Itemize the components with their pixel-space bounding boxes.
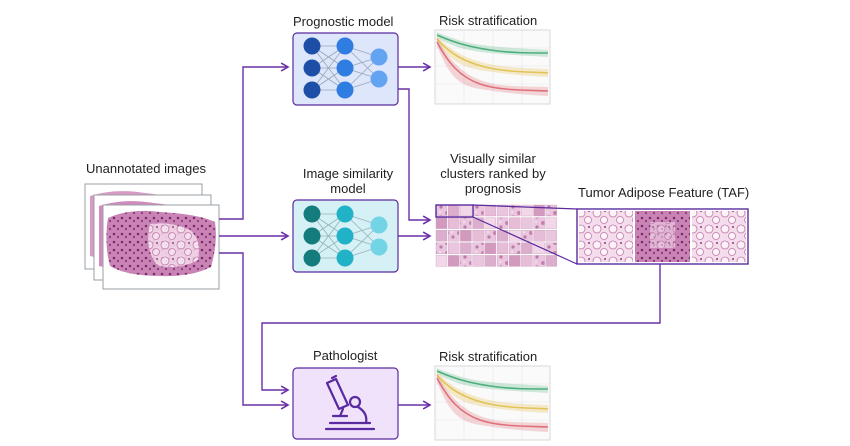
cluster-grid (435, 204, 557, 267)
clusters-label: Visually similar clusters ranked by prog… (430, 151, 556, 196)
cluster-tile (472, 204, 484, 217)
arrow-taf-to-pathologist (261, 264, 661, 395)
cluster-tile (448, 230, 460, 242)
risk-top-grid (435, 30, 550, 104)
cluster-tile (521, 242, 533, 254)
cluster-tile (509, 204, 521, 217)
taf-tile-2-overlay (650, 222, 675, 248)
cluster-tile (521, 255, 533, 267)
arrow-to-prognostic (219, 62, 290, 220)
cluster-tile (533, 255, 545, 267)
clusters-line3: prognosis (464, 181, 522, 196)
risk-chart-bottom (434, 365, 551, 441)
image-similarity-label: Image similarity model (293, 166, 403, 196)
cluster-tile (472, 255, 484, 267)
cluster-tile (435, 242, 448, 254)
cluster-tile (509, 242, 521, 254)
risk-bottom-curve-yellow (436, 374, 549, 410)
cluster-tile (472, 217, 484, 229)
cluster-tile (448, 217, 460, 229)
image-similarity-line1: Image similarity (302, 166, 394, 181)
taf-tile-3 (692, 211, 746, 262)
cluster-tile (460, 230, 472, 242)
risk-bottom-curve-red (436, 377, 549, 428)
cluster-tile (472, 230, 484, 242)
taf-label: Tumor Adipose Feature (TAF) (578, 185, 750, 200)
cluster-tile (509, 255, 521, 267)
cluster-tile (448, 204, 460, 217)
cluster-tile (435, 217, 448, 229)
pathologist-box (292, 367, 399, 440)
cluster-tile (496, 255, 509, 267)
cluster-tile (435, 230, 448, 242)
prognostic-model-box (292, 32, 399, 106)
zoom-line-top (472, 204, 578, 210)
cluster-tile (533, 217, 545, 229)
slide-front-adipose (148, 223, 199, 268)
similarity-model-box (292, 199, 399, 273)
cluster-tile (460, 255, 472, 267)
cluster-tile (484, 217, 496, 229)
prognostic-model-label: Prognostic model (293, 14, 394, 29)
risk-stratification-bottom-label: Risk stratification (439, 349, 538, 364)
cluster-tile (521, 204, 533, 217)
risk-top-curve-yellow (436, 38, 549, 74)
cluster-tile (545, 255, 557, 267)
cluster-tile (533, 204, 545, 217)
risk-bottom-grid (435, 366, 550, 440)
cluster-tile (472, 242, 484, 254)
cluster-tile (545, 217, 557, 229)
cluster-tiles (435, 204, 557, 267)
cluster-tile (460, 217, 472, 229)
taf-panel (576, 208, 749, 265)
microscope-icon (324, 374, 376, 431)
cluster-tile (435, 204, 448, 217)
cluster-tile (496, 204, 509, 217)
image-similarity-line2: model (330, 181, 366, 196)
cluster-tile (484, 255, 496, 267)
clusters-line1: Visually similar (450, 151, 536, 166)
arrow-to-pathologist (219, 252, 290, 410)
clusters-line2: clusters ranked by (440, 166, 546, 181)
cluster-tile (496, 242, 509, 254)
risk-top-curve-green (436, 34, 549, 54)
cluster-highlight (435, 204, 474, 218)
unannotated-images-label: Unannotated images (86, 161, 206, 176)
cluster-tile (533, 242, 545, 254)
risk-bottom-band-red (437, 374, 548, 432)
cluster-tile (448, 242, 460, 254)
cluster-tile (484, 242, 496, 254)
risk-bottom-curve-green (436, 370, 549, 390)
risk-top-band-green (437, 32, 548, 57)
neural-network-icon (303, 205, 388, 267)
cluster-tile (496, 217, 509, 229)
cluster-tile (484, 204, 496, 217)
risk-top-curve-red (436, 41, 549, 92)
risk-bottom-band-green (437, 368, 548, 393)
cluster-tile (545, 230, 557, 242)
risk-stratification-top-label: Risk stratification (439, 13, 538, 28)
slide-stack (84, 183, 220, 290)
cluster-tile (533, 230, 545, 242)
risk-top-band-red (437, 38, 548, 96)
pathologist-label: Pathologist (313, 348, 378, 363)
risk-chart-top (434, 29, 551, 105)
neural-network-icon (303, 37, 388, 99)
cluster-tile (448, 255, 460, 267)
cluster-tile (521, 217, 533, 229)
arrows (219, 62, 661, 410)
cluster-tile (545, 242, 557, 254)
arrow-prognostic-to-clusters (398, 88, 432, 225)
cluster-tile (484, 230, 496, 242)
cluster-tile (460, 204, 472, 217)
cluster-tile (435, 255, 448, 267)
cluster-tile (509, 217, 521, 229)
cluster-tile (545, 204, 557, 217)
taf-tile-1 (579, 211, 633, 262)
cluster-tile (460, 242, 472, 254)
zoom-line-bottom (472, 216, 578, 265)
